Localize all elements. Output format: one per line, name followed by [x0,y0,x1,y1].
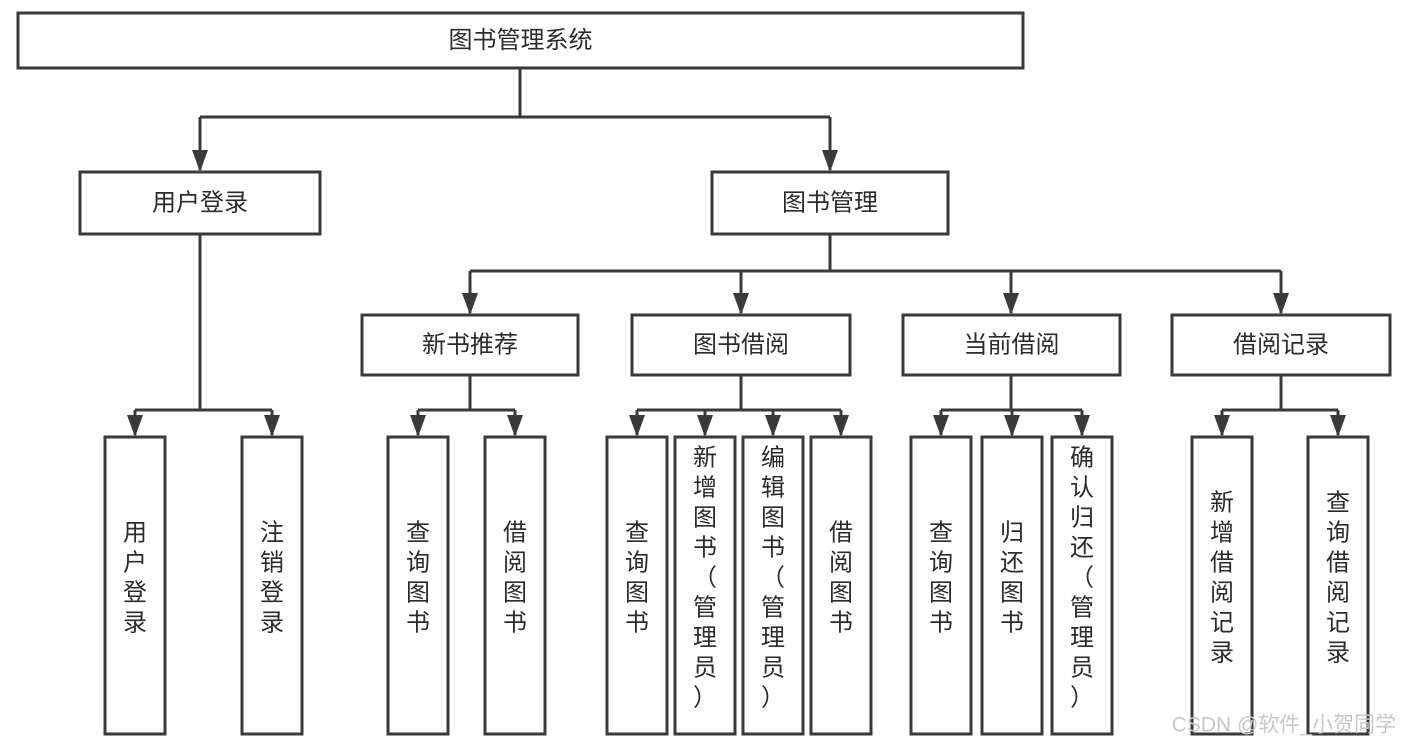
node-leaf-add-book-admin[interactable]: 新增图书（管理员） [673,435,737,736]
node-leaf-confirm-return-admin-box[interactable] [1050,435,1114,736]
node-leaf-add-borrow-record-label: 新增借阅记录 [1210,490,1234,667]
node-current-borrow-box[interactable] [901,313,1122,377]
node-leaf-query-book-1[interactable]: 查询图书 [386,435,450,736]
node-leaf-logout[interactable]: 注销登录 [240,435,304,736]
node-current-borrow-label: 当前借阅 [964,331,1060,358]
node-new-book-recommend-label: 新书推荐 [422,331,518,358]
node-leaf-add-book-admin-label: 新增图书（管理员） [693,445,717,712]
node-leaf-user-login-label: 用户登录 [123,520,147,637]
node-book-borrow[interactable]: 图书借阅 [630,313,852,377]
node-leaf-return-book[interactable]: 归还图书 [980,435,1044,736]
node-leaf-return-book-box[interactable] [980,435,1044,736]
node-leaf-borrow-book-1[interactable]: 借阅图书 [483,435,547,736]
node-leaf-query-book-2-box[interactable] [605,435,669,736]
node-leaf-edit-book-admin[interactable]: 编辑图书（管理员） [741,435,805,736]
node-layer: 图书管理系统用户登录图书管理新书推荐图书借阅当前借阅借阅记录用户登录注销登录查询… [16,11,1392,736]
node-leaf-confirm-return-admin-label: 确认归还（管理员） [1070,445,1094,712]
node-leaf-borrow-book-1-box[interactable] [483,435,547,736]
node-leaf-borrow-book-2-box[interactable] [809,435,873,736]
node-book-borrow-box[interactable] [630,313,852,377]
node-book-borrow-label: 图书借阅 [693,331,789,358]
node-new-book-recommend-box[interactable] [360,313,580,377]
node-leaf-query-borrow-record[interactable]: 查询借阅记录 [1306,435,1370,736]
node-leaf-query-book-3-box[interactable] [909,435,973,736]
node-root-system-label: 图书管理系统 [449,27,593,54]
node-leaf-query-book-3-label: 查询图书 [929,520,953,637]
node-leaf-add-book-admin-box[interactable] [673,435,737,736]
node-leaf-query-book-2[interactable]: 查询图书 [605,435,669,736]
node-leaf-logout-label: 注销登录 [260,520,284,637]
node-leaf-add-borrow-record-box[interactable] [1190,435,1254,736]
node-leaf-query-book-3[interactable]: 查询图书 [909,435,973,736]
node-leaf-borrow-book-1-label: 借阅图书 [503,520,527,637]
node-leaf-edit-book-admin-box[interactable] [741,435,805,736]
node-leaf-query-book-2-label: 查询图书 [625,520,649,637]
node-current-borrow[interactable]: 当前借阅 [901,313,1122,377]
node-leaf-edit-book-admin-label: 编辑图书（管理员） [761,445,785,712]
node-user-login-label: 用户登录 [152,189,248,216]
node-book-manage-box[interactable] [710,170,950,236]
csdn-watermark: CSDN @软件_小贺同学 [1172,714,1396,737]
node-leaf-return-book-label: 归还图书 [1000,520,1024,637]
node-leaf-query-borrow-record-label: 查询借阅记录 [1326,490,1350,667]
node-borrow-record-box[interactable] [1170,313,1392,377]
node-borrow-record-label: 借阅记录 [1233,331,1329,358]
node-leaf-user-login[interactable]: 用户登录 [103,435,167,736]
node-leaf-query-borrow-record-box[interactable] [1306,435,1370,736]
watermark-layer: CSDN @软件_小贺同学 [1172,714,1396,737]
node-user-login[interactable]: 用户登录 [78,170,322,236]
node-leaf-query-book-1-label: 查询图书 [406,520,430,637]
node-leaf-borrow-book-2[interactable]: 借阅图书 [809,435,873,736]
connector-layer [127,68,1346,437]
node-new-book-recommend[interactable]: 新书推荐 [360,313,580,377]
node-book-manage-label: 图书管理 [782,189,878,216]
node-leaf-borrow-book-2-label: 借阅图书 [829,520,853,637]
node-leaf-confirm-return-admin[interactable]: 确认归还（管理员） [1050,435,1114,736]
node-leaf-query-book-1-box[interactable] [386,435,450,736]
node-user-login-box[interactable] [78,170,322,236]
node-root-system[interactable]: 图书管理系统 [16,11,1025,70]
node-root-system-box[interactable] [16,11,1025,70]
node-leaf-logout-box[interactable] [240,435,304,736]
node-book-manage[interactable]: 图书管理 [710,170,950,236]
node-borrow-record[interactable]: 借阅记录 [1170,313,1392,377]
node-leaf-add-borrow-record[interactable]: 新增借阅记录 [1190,435,1254,736]
node-leaf-user-login-box[interactable] [103,435,167,736]
